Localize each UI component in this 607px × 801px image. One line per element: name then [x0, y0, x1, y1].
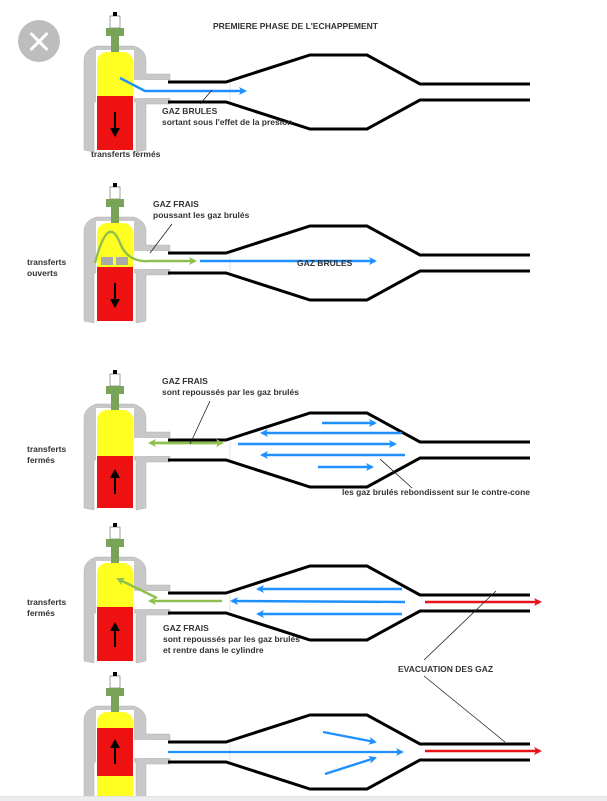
piston-up-arrowhead-icon	[110, 739, 120, 748]
callout-text: sont repoussés par les gaz brulés	[162, 387, 299, 397]
spark-plug-body-icon	[111, 696, 119, 712]
spark-plug-body-icon	[111, 207, 119, 223]
diagram-title: PREMIERE PHASE DE L'ECHAPPEMENT	[213, 21, 379, 31]
callout-leader-line	[189, 400, 211, 445]
spark-plug-body-icon	[111, 547, 119, 563]
transfer-status-label: transferts fermés	[91, 149, 161, 159]
callout-leader-line	[199, 89, 213, 105]
spark-plug-nut-icon	[106, 688, 124, 696]
combustion-chamber-charge	[97, 410, 133, 456]
transfer-status-label: transferts	[27, 257, 66, 267]
expansion-chamber-upper-wall	[168, 713, 530, 746]
spark-plug-body-icon	[111, 36, 119, 52]
burnt-gas-arrow-lower-converging	[324, 756, 377, 776]
spark-plug-tip-icon	[113, 370, 117, 374]
evacuation-leader-line-top	[423, 590, 497, 661]
expansion-chamber-upper-wall	[168, 411, 530, 444]
spark-plug-nut-icon	[106, 28, 124, 36]
callout-text: sortant sous l'effet de la presion	[162, 117, 293, 127]
callout-leader-line	[149, 223, 173, 254]
combustion-chamber-charge	[97, 563, 133, 607]
spark-plug-insulator-icon	[109, 15, 121, 29]
expansion-chamber-lower-wall	[168, 456, 530, 489]
expansion-chamber-upper-wall	[168, 564, 530, 597]
piston-down-arrowhead-icon	[110, 299, 120, 308]
bottom-edge-bar	[0, 796, 607, 801]
transfer-status-label: transferts	[27, 597, 66, 607]
spark-plug-insulator-icon	[109, 526, 121, 540]
exhaust-port	[134, 80, 170, 98]
spark-plug-nut-icon	[106, 386, 124, 394]
combustion-chamber-charge	[97, 712, 133, 728]
burnt-gas-arrow-centre-back	[230, 597, 406, 606]
fresh-gas-into-cylinder-arrow	[116, 577, 158, 600]
expansion-chamber-lower-wall	[168, 269, 530, 302]
callout-text: sont repoussés par les gaz brulés	[163, 634, 300, 644]
callout-text: et rentre dans le cylindre	[163, 645, 264, 655]
stage-5	[83, 672, 542, 800]
piston-up-arrowhead-icon	[110, 622, 120, 631]
exhaust-port	[134, 438, 170, 456]
expansion-chamber-lower-wall	[168, 98, 530, 131]
callout-title: GAZ BRULES	[162, 106, 218, 116]
callout-title: GAZ FRAIS	[163, 623, 209, 633]
spark-plug-body-icon	[111, 394, 119, 410]
close-button[interactable]	[18, 20, 60, 62]
spark-plug-insulator-icon	[109, 675, 121, 689]
evacuation-callout-label: EVACUATION DES GAZ	[398, 664, 493, 674]
transfer-status-label: fermés	[27, 608, 55, 618]
flow-label-leader-line	[379, 458, 413, 489]
transfer-status-label: transferts	[27, 444, 66, 454]
expansion-chamber-upper-wall	[168, 53, 530, 86]
flow-label: les gaz brulés rebondissent sur le contr…	[342, 487, 530, 497]
transfer-status-label: ouverts	[27, 268, 58, 278]
expansion-chamber-lower-wall	[168, 758, 530, 791]
callout-title: GAZ FRAIS	[162, 376, 208, 386]
expansion-chamber-upper-wall	[168, 224, 530, 257]
evacuation-leader-line-bottom	[423, 675, 506, 743]
spark-plug-tip-icon	[113, 523, 117, 527]
piston-up-arrowhead-icon	[110, 469, 120, 478]
spark-plug-insulator-icon	[109, 186, 121, 200]
exhaust-port	[134, 740, 170, 758]
spark-plug-tip-icon	[113, 12, 117, 16]
combustion-chamber-charge	[97, 52, 133, 96]
flow-label: GAZ BRULES	[297, 258, 353, 268]
transfer-port-right	[116, 257, 128, 265]
transfer-port-left	[101, 257, 113, 265]
spark-plug-nut-icon	[106, 199, 124, 207]
callout-text: poussant les gaz brulés	[153, 210, 250, 220]
spark-plug-tip-icon	[113, 672, 117, 676]
piston-down-arrowhead-icon	[110, 128, 120, 137]
crankcase-charge	[97, 776, 133, 798]
spark-plug-nut-icon	[106, 539, 124, 547]
transfer-status-label: fermés	[27, 455, 55, 465]
fresh-gas-flow-arrow	[93, 230, 197, 265]
burnt-gas-arrow-upper-converging	[322, 730, 377, 745]
expansion-chamber-lower-wall	[168, 609, 530, 642]
callout-title: GAZ FRAIS	[153, 199, 199, 209]
spark-plug-tip-icon	[113, 183, 117, 187]
spark-plug-insulator-icon	[109, 373, 121, 387]
